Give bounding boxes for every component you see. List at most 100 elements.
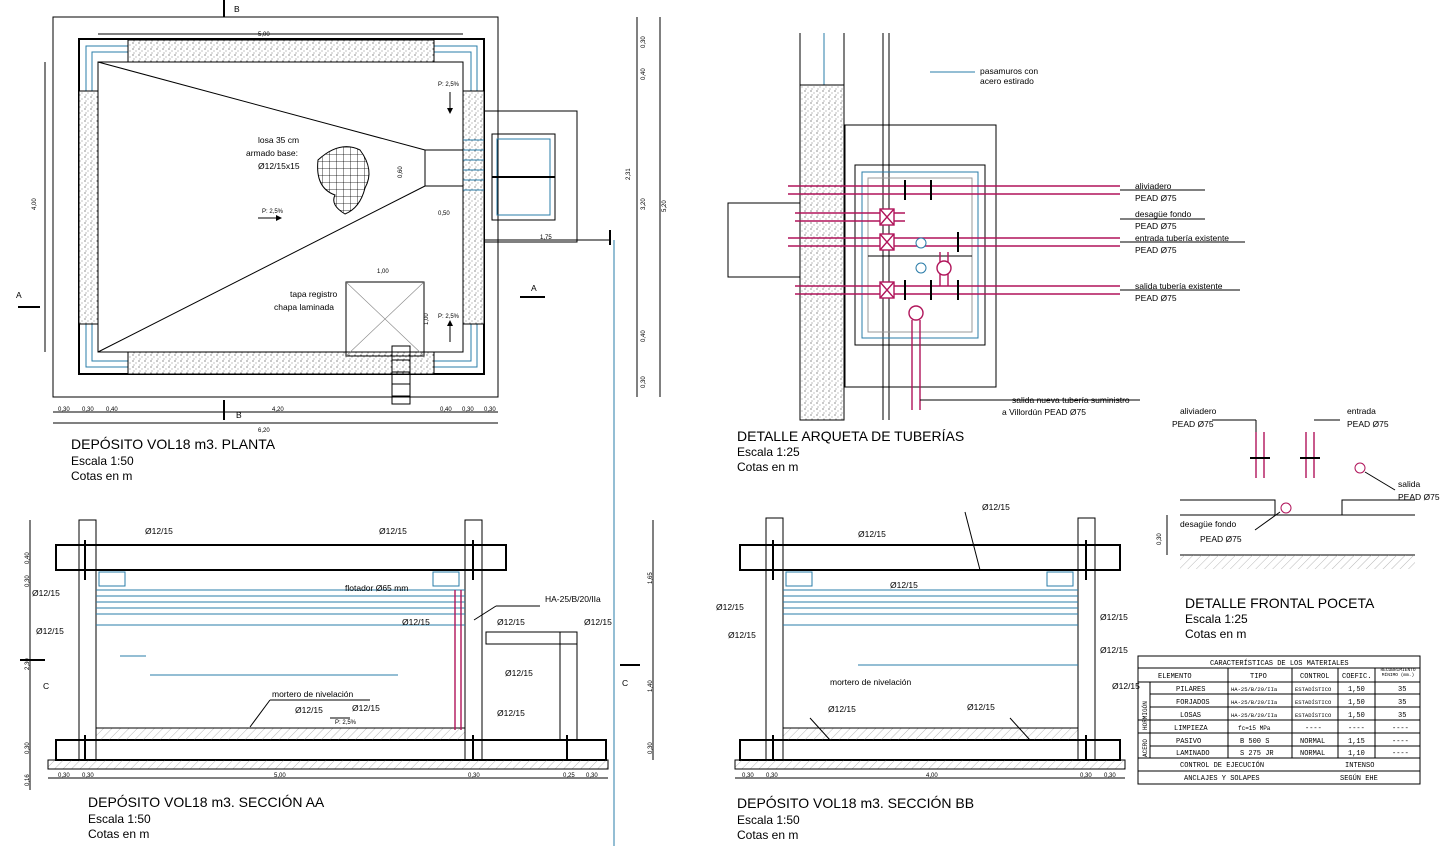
arqueta-pasamuros-1: pasamuros con bbox=[980, 66, 1038, 76]
table-r0-c0: PILARES bbox=[1176, 686, 1205, 694]
table-r5-c2: NORMAL bbox=[1300, 750, 1325, 758]
table-group-hormigon: HORMIGÓN bbox=[1142, 701, 1149, 730]
section-marker-b-bottom: B bbox=[236, 410, 242, 420]
arqueta-title: DETALLE ARQUETA DE TUBERÍAS bbox=[737, 428, 964, 444]
arqueta-drawing bbox=[727, 33, 1245, 421]
aa-units: Cotas en m bbox=[88, 827, 149, 841]
planta-dim-b3: 4,20 bbox=[272, 407, 284, 413]
aa-dim-b5: 0,30 bbox=[586, 773, 598, 779]
bb-rebar-9: Ø12/15 bbox=[828, 704, 856, 714]
wall-left bbox=[78, 90, 99, 325]
bb-dim-b4: 0,30 bbox=[1104, 773, 1116, 779]
table-r5-c4: ---- bbox=[1392, 750, 1409, 758]
arqueta-pipe-2-spec: PEAD Ø75 bbox=[1135, 245, 1177, 255]
section-marker-a-left: A bbox=[16, 290, 22, 300]
table-r5-c1: S 275 JR bbox=[1240, 750, 1274, 758]
table-r3-c3: ---- bbox=[1348, 725, 1365, 733]
table-r4-c2: NORMAL bbox=[1300, 738, 1325, 746]
planta-dim-b1: 0,30 bbox=[82, 407, 94, 413]
poceta-aliviadero-pead: PEAD Ø75 bbox=[1172, 419, 1214, 429]
arqueta-pipe-3-name: salida tubería existente bbox=[1135, 281, 1223, 291]
poceta-aliviadero: aliviadero bbox=[1180, 406, 1217, 416]
planta-tapa-label-2: chapa laminada bbox=[274, 302, 334, 312]
table-r2-c1: HA-25/B/20/IIa bbox=[1231, 712, 1278, 719]
table-r4-c4: ---- bbox=[1392, 738, 1409, 746]
table-r2-c4: 35 bbox=[1398, 712, 1406, 720]
aa-dim-l1: 0,30 bbox=[25, 575, 31, 587]
table-r3-c4: ---- bbox=[1392, 725, 1409, 733]
planta-dim-r6: 0,30 bbox=[641, 376, 647, 388]
aa-dim-b4: 0,25 bbox=[563, 773, 575, 779]
poceta-desague-pead: PEAD Ø75 bbox=[1200, 534, 1242, 544]
table-r2-c2: ESTADÍSTICO bbox=[1295, 712, 1332, 719]
poceta-salida: salida bbox=[1398, 479, 1420, 489]
planta-losa-label-3: Ø12/15x15 bbox=[258, 161, 300, 171]
poceta-drawing bbox=[1166, 419, 1415, 569]
bb-title: DEPÓSITO VOL18 m3. SECCIÓN BB bbox=[737, 795, 974, 811]
bb-scale: Escala 1:50 bbox=[737, 813, 800, 827]
bb-dim-b2: 4,00 bbox=[926, 773, 938, 779]
bb-rebar-10: Ø12/15 bbox=[967, 702, 995, 712]
aa-scale: Escala 1:50 bbox=[88, 812, 151, 826]
table-r2-c3: 1,50 bbox=[1348, 712, 1365, 720]
seccion-bb-drawing bbox=[734, 511, 1126, 779]
seccion-aa-drawing bbox=[20, 519, 654, 790]
aa-rebar-3: Ø12/15 bbox=[32, 588, 60, 598]
planta-dim-b6: 0,30 bbox=[484, 407, 496, 413]
arqueta-salida-nueva-1: salida nueva tubería suministro bbox=[1012, 395, 1130, 405]
bb-rebar-6: Ø12/15 bbox=[1100, 612, 1128, 622]
arqueta-pipe-2-name: entrada tubería existente bbox=[1135, 233, 1229, 243]
table-header-3: COEFIC. bbox=[1342, 673, 1371, 681]
wall-right bbox=[462, 90, 485, 325]
table-r4-c3: 1,15 bbox=[1348, 738, 1365, 746]
poceta-entrada-pead: PEAD Ø75 bbox=[1347, 419, 1389, 429]
arqueta-pasamuros-2: acero estirado bbox=[980, 76, 1034, 86]
bb-dim-b1: 0,30 bbox=[766, 773, 778, 779]
planta-dim-b0: 0,30 bbox=[58, 407, 70, 413]
table-r0-c4: 35 bbox=[1398, 686, 1406, 694]
planta-losa-label-2: armado base: bbox=[246, 148, 298, 158]
aa-flotador: flotador Ø65 mm bbox=[345, 583, 408, 593]
table-title: CARACTERÍSTICAS DE LOS MATERIALES bbox=[1210, 659, 1349, 668]
bb-rebar-3: Ø12/15 bbox=[890, 580, 918, 590]
table-anclajes-value: SEGÚN EHE bbox=[1340, 773, 1378, 783]
wall-bottom bbox=[127, 351, 435, 375]
planta-dim-b5: 0,30 bbox=[462, 407, 474, 413]
aa-rebar-7: Ø12/15 bbox=[584, 617, 612, 627]
table-r1-c2: ESTADÍSTICO bbox=[1295, 699, 1332, 706]
planta-dim-r1: 0,40 bbox=[641, 68, 647, 80]
table-header-0: ELEMENTO bbox=[1158, 673, 1192, 681]
poceta-desague: desagüe fondo bbox=[1180, 519, 1237, 529]
planta-dim-100a: 1,00 bbox=[377, 269, 389, 275]
poceta-dim: 0,30 bbox=[1157, 533, 1163, 545]
aa-dim-l2: 2,30 bbox=[25, 658, 31, 670]
planta-dim-r4: 5,20 bbox=[662, 200, 668, 212]
aa-concrete: HA-25/B/20/IIa bbox=[545, 594, 601, 604]
aa-dim-r2: 0,30 bbox=[648, 742, 654, 754]
aa-rebar-5: Ø12/15 bbox=[402, 617, 430, 627]
table-r3-c0: LIMPIEZA bbox=[1174, 725, 1208, 733]
planta-dim-175: 1,75 bbox=[540, 235, 552, 241]
planta-slope-2: P: 2,5% bbox=[438, 314, 460, 320]
aa-dim-l4: 0,16 bbox=[25, 774, 31, 786]
table-control-label: CONTROL DE EJECUCIÓN bbox=[1180, 760, 1264, 770]
table-r0-c2: ESTADÍSTICO bbox=[1295, 686, 1332, 693]
table-header-4: RECUBRIMIENTO MÍNIMO (mm.) bbox=[1380, 668, 1416, 678]
table-r1-c3: 1,50 bbox=[1348, 699, 1365, 707]
planta-drawing bbox=[18, 0, 661, 424]
arqueta-pipe-1-spec: PEAD Ø75 bbox=[1135, 221, 1177, 231]
arqueta-pipe-0-spec: PEAD Ø75 bbox=[1135, 193, 1177, 203]
aa-dim-r0: 1,65 bbox=[648, 572, 654, 584]
arqueta-scale: Escala 1:25 bbox=[737, 445, 800, 459]
table-r4-c0: PASIVO bbox=[1176, 738, 1201, 746]
aa-sec-c-right: C bbox=[622, 678, 628, 688]
bb-rebar-8: Ø12/15 bbox=[1112, 681, 1140, 691]
table-header-2: CONTROL bbox=[1300, 673, 1329, 681]
aa-mortero: mortero de nivelación bbox=[272, 689, 354, 699]
aa-dim-l0: 0,40 bbox=[25, 552, 31, 564]
arqueta-pipe-3-spec: PEAD Ø75 bbox=[1135, 293, 1177, 303]
table-r1-c0: FORJADOS bbox=[1176, 699, 1210, 707]
aa-rebar-4: Ø12/15 bbox=[36, 626, 64, 636]
arqueta-pipe-1-name: desagüe fondo bbox=[1135, 209, 1192, 219]
